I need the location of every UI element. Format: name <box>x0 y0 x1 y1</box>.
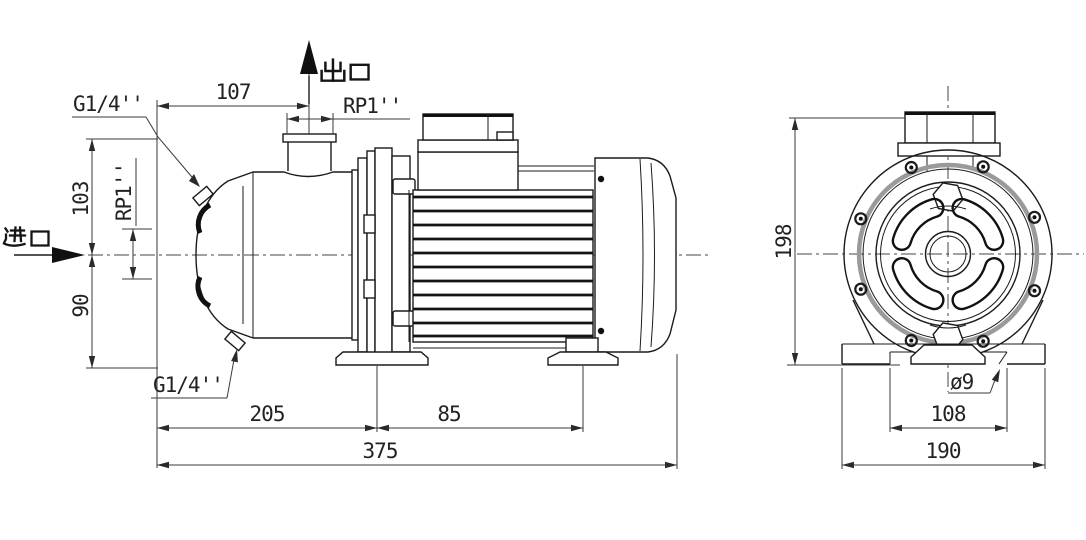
end-cap-bolt-top <box>597 175 605 183</box>
dimension-190: 190 <box>841 368 1046 469</box>
dimension-108: 108 <box>889 368 1008 432</box>
outlet-pipe <box>282 133 337 171</box>
dimension-outlet-rp1: RP1'' <box>286 94 410 134</box>
side-view: 进口 <box>2 40 712 469</box>
label-g14-top: G1/4'' <box>72 92 200 187</box>
dim-375-text: 375 <box>363 439 398 463</box>
end-cap-bolt-bottom <box>597 327 605 335</box>
outlet-flow-arrow <box>300 40 318 104</box>
char-kou <box>30 230 50 247</box>
suction-slot-bottom <box>195 275 212 309</box>
top-plug-boss <box>191 185 215 207</box>
flange-bolts <box>854 160 1042 348</box>
dimension-375: 375 <box>157 354 678 469</box>
front-view: 198 ø9 108 <box>772 86 1084 469</box>
shaft-bore <box>924 230 972 278</box>
foot-hole-label-text: ø9 <box>950 370 974 394</box>
char-chu <box>320 58 346 82</box>
dimension-205-85: 205 85 <box>157 366 584 432</box>
top-plug-label-text: G1/4'' <box>73 92 143 116</box>
impeller-slots <box>891 197 1005 311</box>
motor-end-cap <box>594 157 677 353</box>
inlet-port-label: RP1'' <box>112 163 136 221</box>
dimension-107: 107 <box>157 74 310 135</box>
dim-103-text: 103 <box>69 181 93 216</box>
motor-foot <box>547 337 619 366</box>
dim-190-text: 190 <box>926 439 961 463</box>
bottom-plug-label-text: G1/4'' <box>153 373 223 397</box>
dim-85-text: 85 <box>437 402 460 426</box>
inlet-flow-arrow <box>14 247 85 263</box>
dim-107-text: 107 <box>216 80 251 104</box>
outlet-port-label: RP1'' <box>343 94 401 118</box>
lantern-flange <box>351 147 416 361</box>
terminal-box-side <box>417 113 519 191</box>
outlet-label: 出口 <box>320 58 370 82</box>
tie-bolt-top <box>392 178 416 195</box>
front-center-pad <box>910 344 986 365</box>
inlet-label: 进口 <box>2 226 50 247</box>
front-feet <box>841 299 1046 365</box>
dimension-inlet-rp1: RP1'' <box>112 158 152 280</box>
dim-205-text: 205 <box>250 402 285 426</box>
front-dimensions: 198 ø9 108 <box>772 117 1046 469</box>
side-dimensions: 107 出口 <box>69 40 678 469</box>
char-jin <box>2 226 27 247</box>
dim-90-text: 90 <box>69 294 93 318</box>
bottom-plug-boss <box>223 330 247 352</box>
tie-bolt-bottom <box>392 310 416 327</box>
dimension-103-90: 103 90 <box>69 138 158 369</box>
motor <box>408 157 677 353</box>
pump-foot <box>335 351 429 366</box>
motor-fins <box>413 195 593 338</box>
char-kou-2 <box>349 63 370 81</box>
dim-108-text: 108 <box>931 402 966 426</box>
dim-198-text: 198 <box>772 224 796 259</box>
pump-head <box>191 171 254 352</box>
dimension-198: 198 <box>772 117 905 366</box>
label-g14-bottom: G1/4'' <box>151 349 238 399</box>
suction-slot-top <box>195 202 212 234</box>
label-foot-hole: ø9 <box>948 369 1000 394</box>
